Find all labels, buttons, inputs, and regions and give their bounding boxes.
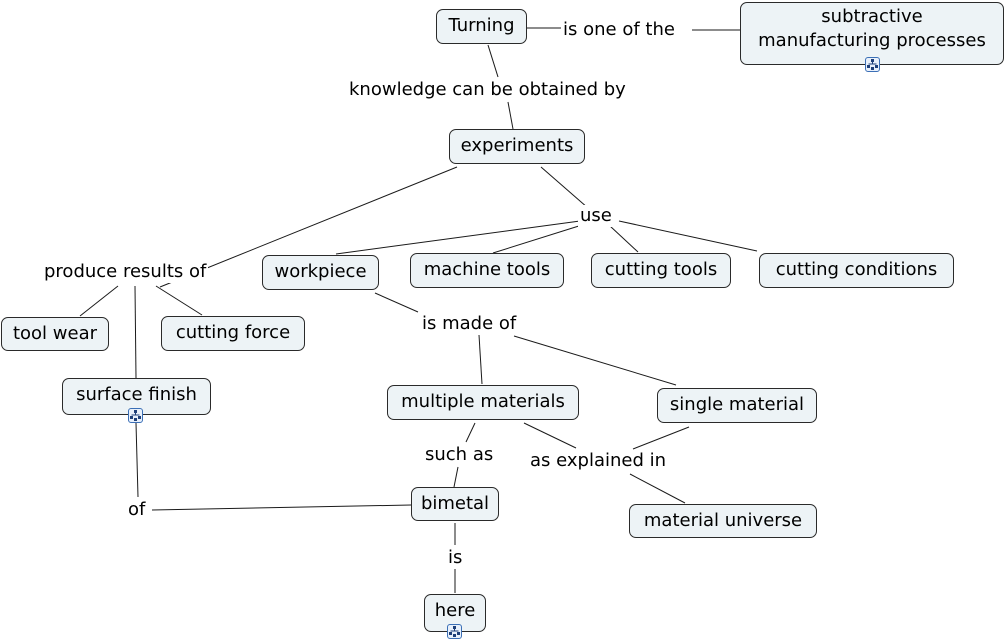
- concept-tool-wear[interactable]: tool wear: [1, 317, 109, 351]
- concept-label: cutting force: [175, 322, 291, 343]
- concept-label: surface finish: [76, 384, 197, 405]
- concept-single-material[interactable]: single material: [657, 388, 817, 423]
- link-line: [513, 335, 677, 386]
- concept-material-universe[interactable]: material universe: [629, 504, 817, 538]
- link-line: [135, 422, 139, 498]
- link-phrase-of[interactable]: of: [126, 499, 148, 521]
- link-line: [453, 466, 459, 488]
- link-line: [465, 422, 476, 443]
- link-line: [629, 473, 686, 504]
- link-line: [540, 166, 589, 209]
- submap-icon[interactable]: [128, 408, 143, 423]
- concept-bimetal[interactable]: bimetal: [411, 487, 499, 521]
- concept-subtractive-manufacturing-processes[interactable]: subtractive manufacturing processes: [740, 2, 1004, 65]
- link-line: [609, 225, 639, 253]
- link-line: [159, 166, 458, 288]
- concept-cutting-tools[interactable]: cutting tools: [591, 253, 731, 288]
- link-phrase-knowledge-obtained-by[interactable]: knowledge can be obtained by: [347, 79, 628, 101]
- concept-label: multiple materials: [401, 391, 565, 412]
- concept-label: cutting conditions: [775, 259, 938, 280]
- concept-label: bimetal: [420, 493, 490, 514]
- concept-workpiece[interactable]: workpiece: [262, 255, 379, 290]
- concept-label: workpiece: [274, 261, 367, 282]
- link-line: [151, 504, 412, 511]
- link-line: [155, 285, 203, 316]
- submap-icon[interactable]: [865, 57, 880, 72]
- concept-label-line2: manufacturing processes: [758, 30, 986, 51]
- link-line: [374, 292, 419, 313]
- concept-label: here: [434, 600, 476, 621]
- link-line: [478, 334, 483, 385]
- concept-experiments[interactable]: experiments: [449, 129, 585, 164]
- link-line: [335, 220, 581, 255]
- link-line: [523, 422, 577, 449]
- link-line: [618, 220, 758, 252]
- concept-label: material universe: [643, 510, 803, 531]
- concept-label: Turning: [448, 15, 515, 36]
- concept-label: cutting tools: [604, 259, 718, 280]
- concept-label-line1: subtractive: [821, 6, 923, 27]
- concept-turning[interactable]: Turning: [436, 9, 527, 44]
- concept-machine-tools[interactable]: machine tools: [410, 253, 564, 288]
- concept-cutting-force[interactable]: cutting force: [161, 316, 305, 351]
- concept-label: machine tools: [423, 259, 551, 280]
- link-phrase-such-as[interactable]: such as: [423, 444, 496, 466]
- submap-icon[interactable]: [447, 624, 462, 639]
- concept-multiple-materials[interactable]: multiple materials: [387, 385, 579, 420]
- concept-label: experiments: [460, 135, 574, 156]
- link-line: [632, 426, 690, 450]
- link-phrase-is-one-of-the[interactable]: is one of the: [561, 19, 677, 41]
- link-phrase-use[interactable]: use: [578, 205, 614, 227]
- concept-cutting-conditions[interactable]: cutting conditions: [759, 253, 954, 288]
- link-line: [134, 285, 137, 379]
- link-phrase-is[interactable]: is: [446, 547, 465, 569]
- link-line: [492, 224, 583, 254]
- link-line: [507, 101, 514, 130]
- link-phrase-as-explained-in[interactable]: as explained in: [528, 450, 669, 472]
- link-phrase-produce-results-of[interactable]: produce results of: [42, 261, 209, 283]
- concept-label: tool wear: [12, 323, 98, 344]
- link-phrase-is-made-of[interactable]: is made of: [420, 313, 519, 335]
- link-line: [79, 285, 119, 317]
- concept-label: single material: [669, 394, 805, 415]
- link-line: [487, 44, 499, 78]
